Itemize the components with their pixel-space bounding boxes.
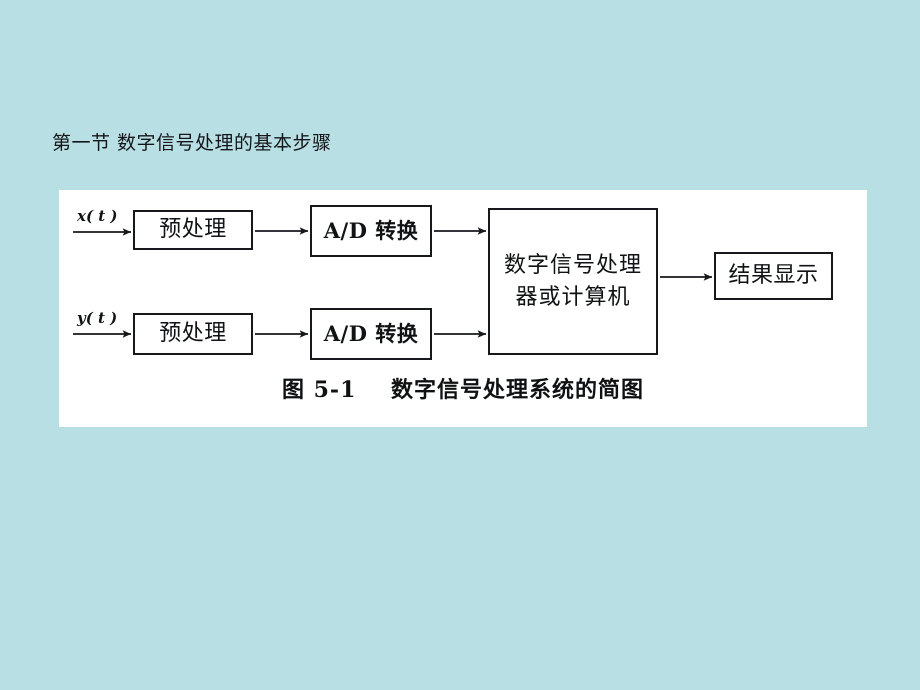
block-preprocess-bottom[interactable]: 预处理 bbox=[133, 313, 253, 355]
figure-caption: 图 5-1 数字信号处理系统的简图 bbox=[281, 377, 645, 403]
figure-panel: x( t ) y( t ) 预处理 A/D 转换 预处理 A/D 转换 数字信号… bbox=[59, 190, 867, 427]
signal-label-y: y( t ) bbox=[77, 309, 118, 327]
block-processor[interactable]: 数字信号处理 器或计算机 bbox=[488, 208, 658, 355]
block-adc-top[interactable]: A/D 转换 bbox=[310, 205, 432, 257]
block-result-display[interactable]: 结果显示 bbox=[714, 252, 833, 300]
block-preprocess-top[interactable]: 预处理 bbox=[133, 210, 253, 250]
signal-label-x: x( t ) bbox=[77, 207, 118, 225]
block-adc-bottom[interactable]: A/D 转换 bbox=[310, 308, 432, 360]
page-title: 第一节 数字信号处理的基本步骤 bbox=[52, 132, 332, 154]
block-diagram: x( t ) y( t ) 预处理 A/D 转换 预处理 A/D 转换 数字信号… bbox=[59, 190, 867, 390]
